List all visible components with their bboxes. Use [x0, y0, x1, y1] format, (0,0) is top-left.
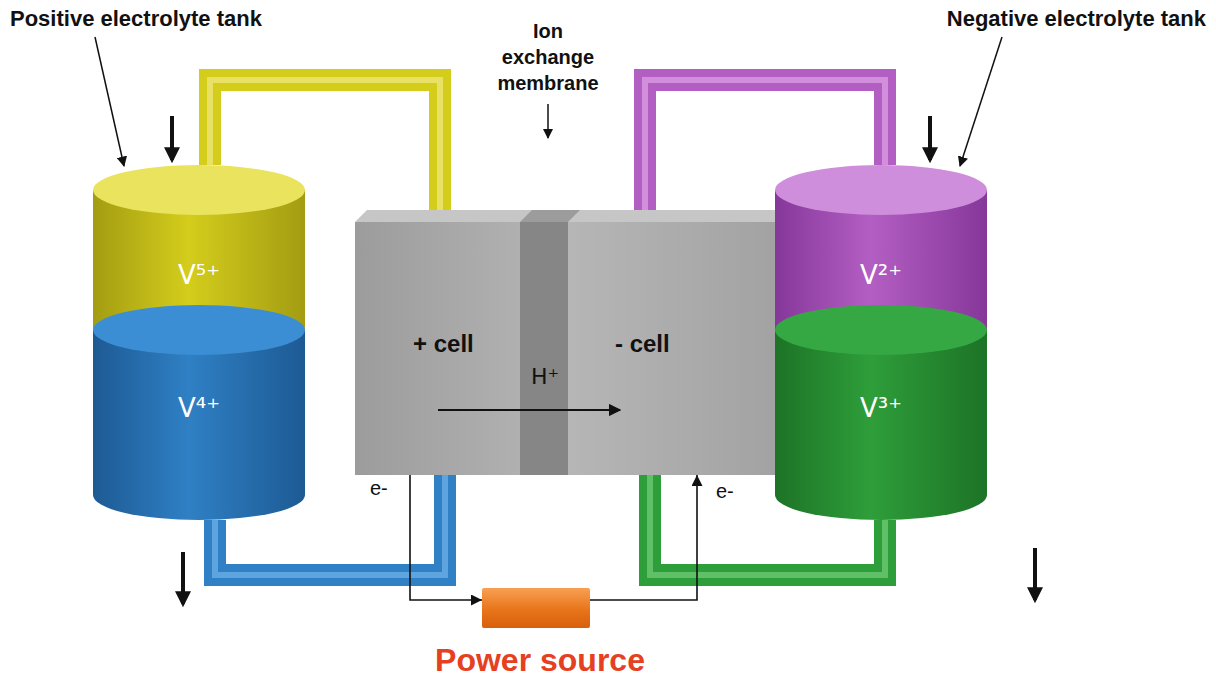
tank-top — [93, 305, 305, 355]
species-label: V³⁺ — [775, 393, 987, 423]
tank-top — [775, 165, 987, 215]
power-source-symbol — [482, 588, 590, 628]
tank-top — [93, 165, 305, 215]
cell-block — [355, 222, 780, 475]
half-cell: - cell — [568, 210, 780, 475]
flow-arrow — [181, 552, 185, 604]
tank-body — [775, 330, 987, 520]
species-label: V⁴⁺ — [93, 393, 305, 423]
power-source-label: Power source — [430, 642, 650, 679]
membrane-caption: Ion exchange membrane — [493, 18, 603, 96]
leader-line — [95, 37, 124, 166]
tank-caption: Negative electrolyte tank — [947, 6, 1206, 32]
flow-arrow — [1033, 548, 1037, 600]
tank-caption: Positive electrolyte tank — [10, 6, 262, 32]
electron-label: e- — [714, 480, 736, 503]
membrane-top — [520, 210, 580, 222]
tank-section: V³⁺ — [775, 305, 987, 520]
ion-label: H⁺ — [531, 364, 559, 389]
tank-section: V⁴⁺ — [93, 305, 305, 520]
wire-group — [410, 475, 697, 600]
electron-label: e- — [368, 477, 390, 500]
half-cell: + cell — [355, 210, 520, 475]
electron-wire — [590, 475, 697, 600]
flow-arrow — [928, 116, 932, 160]
tank-body — [93, 330, 305, 520]
cell-label: - cell — [615, 330, 670, 358]
tank-top — [775, 305, 987, 355]
leader-line — [547, 104, 549, 138]
species-label: V⁵⁺ — [93, 260, 305, 290]
electron-wire — [410, 475, 482, 600]
flow-arrow — [170, 116, 174, 160]
cell-block-top — [355, 210, 792, 222]
power-source: Power source — [430, 586, 650, 692]
leader-line — [960, 37, 1002, 166]
proton-arrow — [438, 409, 620, 411]
cell-label: + cell — [413, 330, 474, 358]
species-label: V²⁺ — [775, 260, 987, 290]
membrane — [520, 222, 568, 475]
